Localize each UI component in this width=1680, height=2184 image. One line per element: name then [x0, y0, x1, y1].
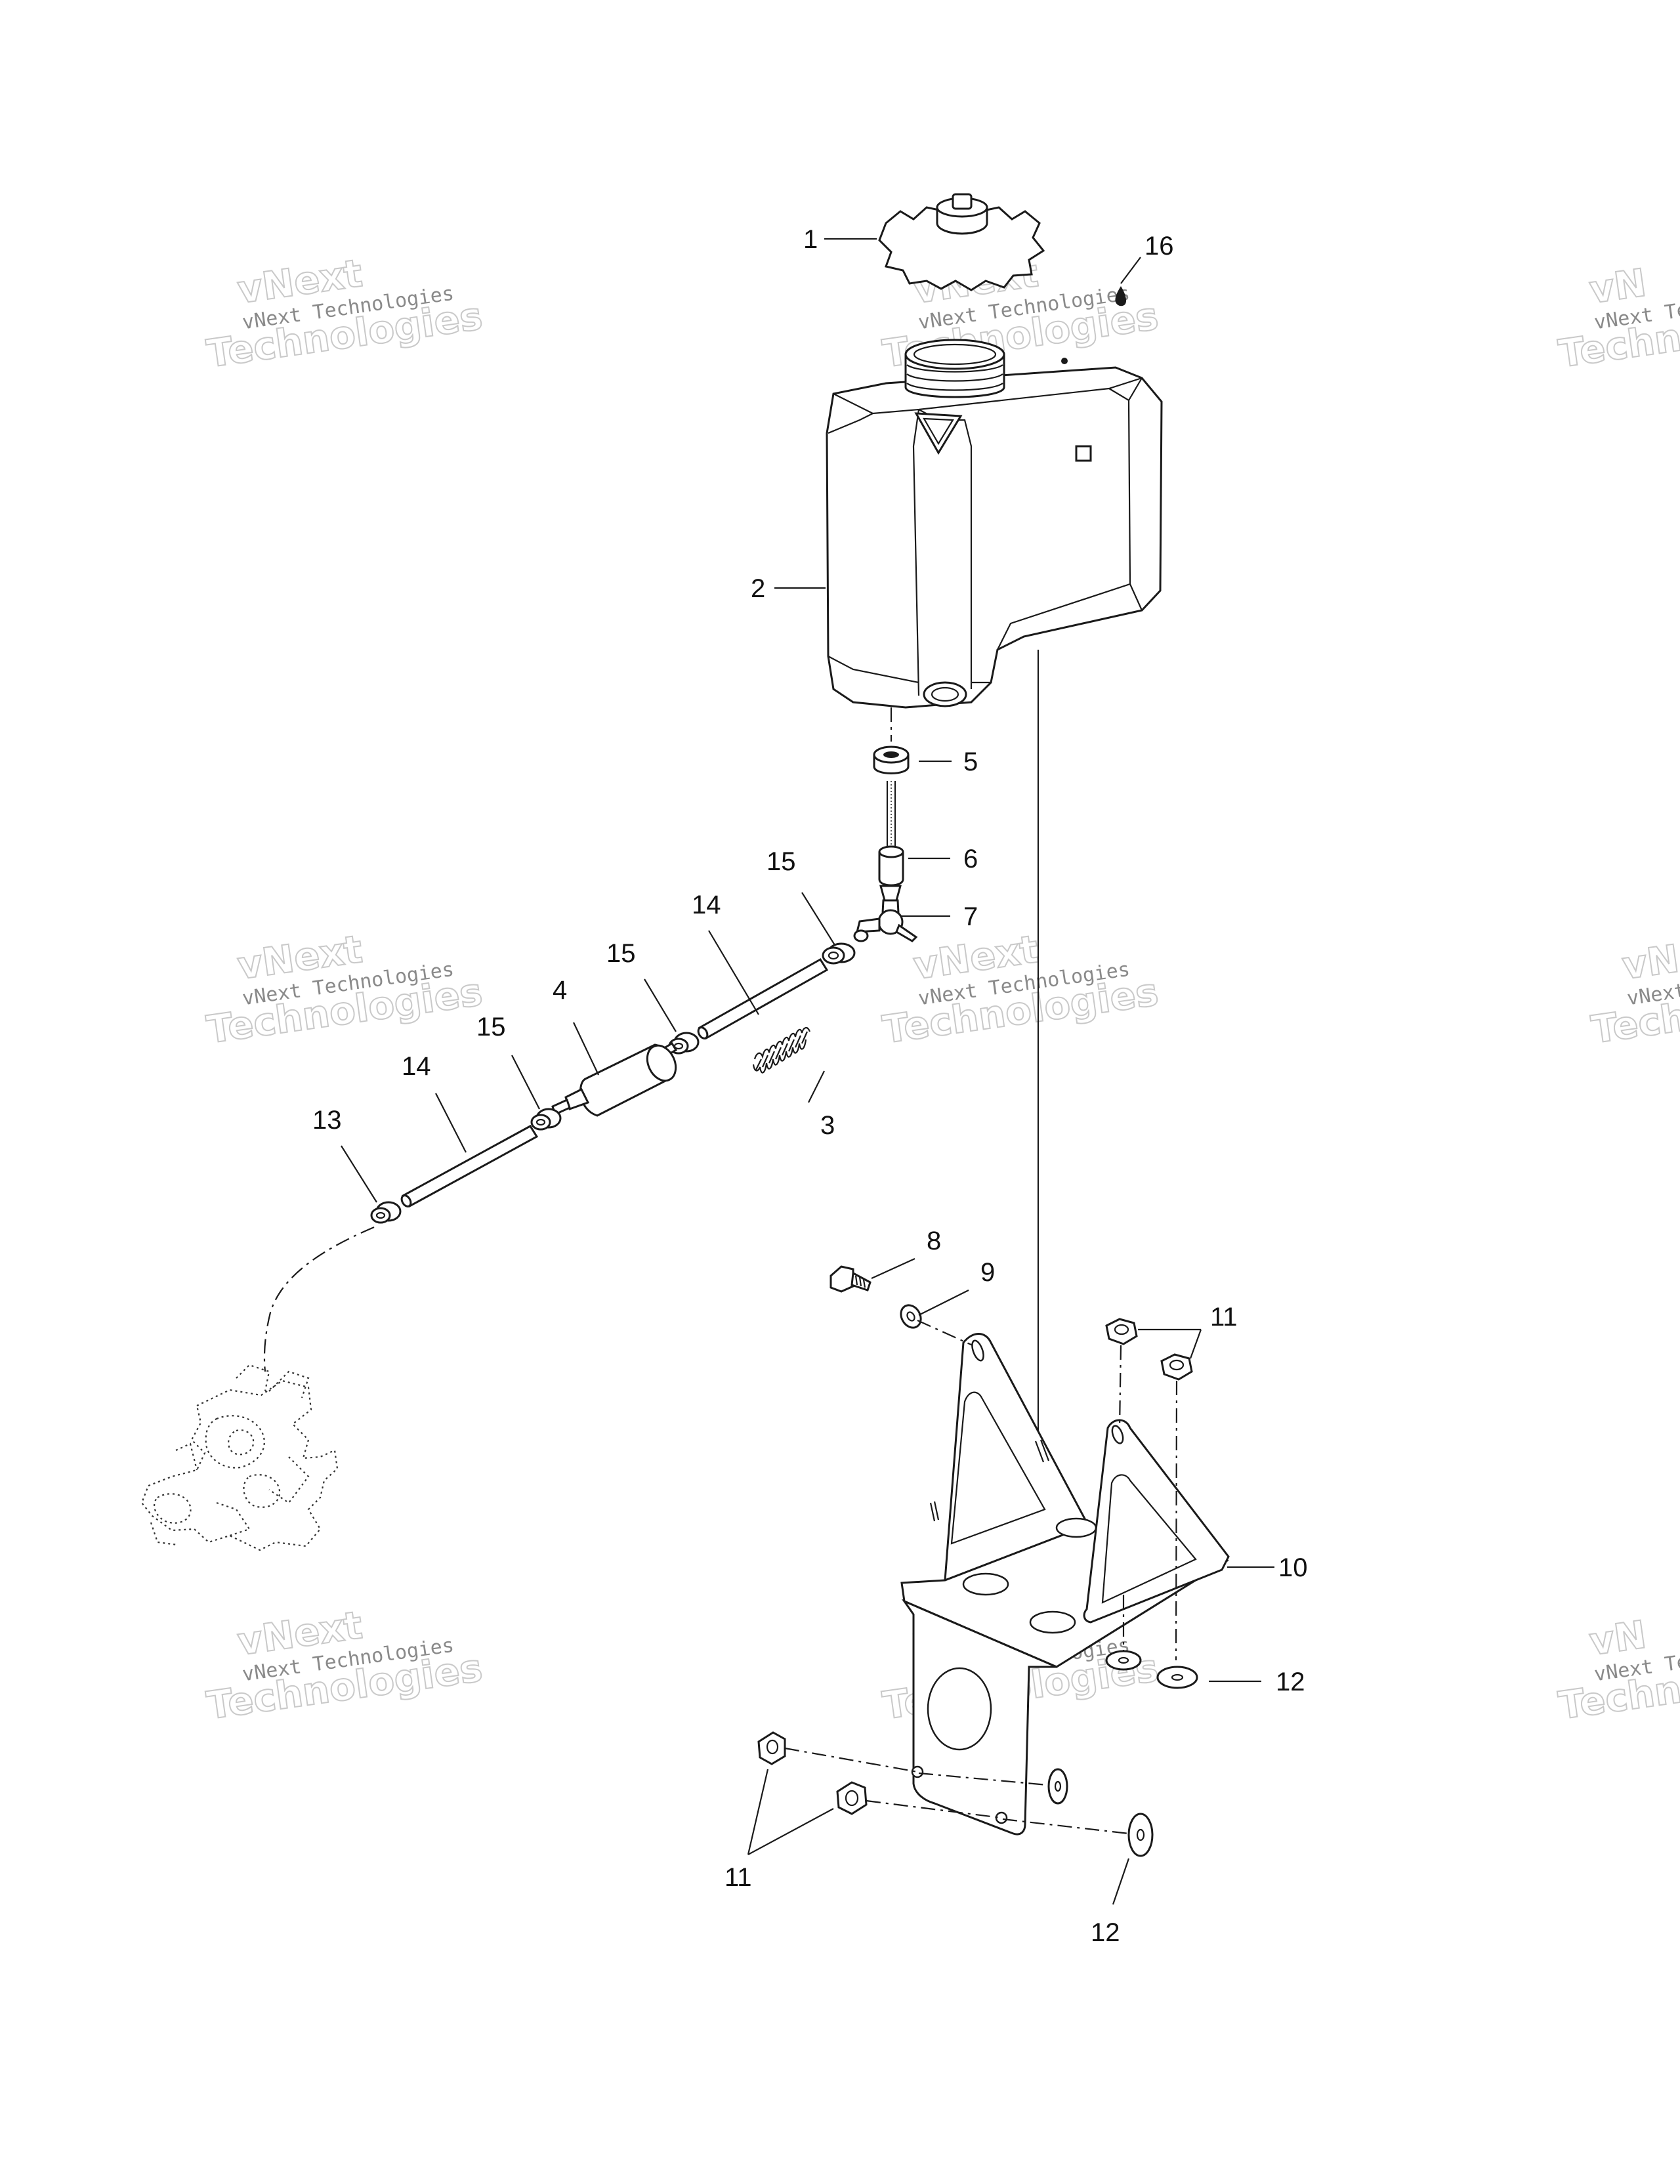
carburetor-reference [140, 1226, 375, 1551]
flat-washer [1127, 1813, 1154, 1857]
hose [400, 1125, 539, 1208]
hose-clamp [530, 1108, 562, 1131]
callout-15-lower: 15 [476, 1013, 506, 1041]
fuel-filter [551, 1041, 678, 1117]
watermark-partial: vN Techno vNext Te [1555, 1611, 1680, 1729]
callout-11-upper: 11 [1210, 1303, 1238, 1332]
oil-tank [826, 339, 1163, 709]
svg-text:vN: vN [1587, 260, 1649, 312]
flat-washer [1105, 1650, 1142, 1671]
callout-15-upper: 15 [766, 847, 796, 876]
hose-clamp-end [370, 1201, 402, 1224]
watermark-partial: vN Techno vNext Te [1588, 935, 1680, 1053]
callout-9: 9 [980, 1258, 995, 1287]
washer [900, 1304, 922, 1329]
svg-text:vN: vN [1587, 1612, 1649, 1664]
watermark: vNext Technologies vNext Technologies [203, 1602, 486, 1729]
callout-12-right: 12 [1276, 1668, 1305, 1696]
nut [757, 1731, 786, 1765]
hose [697, 957, 829, 1040]
drop-marker [1115, 286, 1127, 306]
nut [1105, 1318, 1138, 1345]
watermark: vNext Technologies vNext Technologies [203, 926, 486, 1053]
nut [1160, 1353, 1193, 1381]
callout-7: 7 [963, 902, 978, 931]
mounting-bracket [900, 1333, 1230, 1836]
callout-10: 10 [1278, 1553, 1308, 1582]
callout-12-bottom: 12 [1091, 1918, 1120, 1947]
callout-6: 6 [963, 845, 978, 873]
callout-16: 16 [1144, 232, 1174, 261]
hose-assembly [370, 942, 856, 1224]
callout-11-lower: 11 [724, 1863, 752, 1892]
hose-clamp [822, 942, 856, 965]
callouts: 1 16 2 5 6 7 15 14 15 4 15 14 13 3 8 9 1… [312, 225, 1308, 1947]
spring [752, 1027, 811, 1074]
grommet [873, 746, 910, 774]
tank-cap [878, 193, 1045, 291]
flat-washer [1156, 1666, 1198, 1689]
callout-13: 13 [312, 1106, 342, 1135]
callout-14-upper: 14 [692, 891, 721, 919]
callout-2: 2 [751, 574, 765, 603]
nut [836, 1781, 868, 1815]
svg-text:vN: vN [1620, 936, 1680, 988]
watermark: vNext Technologies vNext Technologies [203, 250, 486, 377]
callout-1: 1 [803, 225, 818, 254]
flat-washer [1047, 1768, 1068, 1805]
callout-3: 3 [820, 1111, 835, 1140]
callout-14-lower: 14 [402, 1052, 431, 1081]
callout-5: 5 [963, 747, 978, 776]
callout-15-middle: 15 [606, 939, 636, 968]
bolt [830, 1265, 872, 1293]
strainer [878, 781, 904, 887]
leader-lines [341, 238, 1274, 1905]
callout-8: 8 [927, 1227, 941, 1255]
elbow-fitting [853, 885, 918, 942]
watermark-partial: vN Techno vNext Te [1555, 259, 1680, 377]
callout-4: 4 [553, 976, 567, 1005]
assembly-lines [784, 1319, 1178, 1835]
watermark: vNext Technologies vNext Technologies [879, 926, 1162, 1053]
